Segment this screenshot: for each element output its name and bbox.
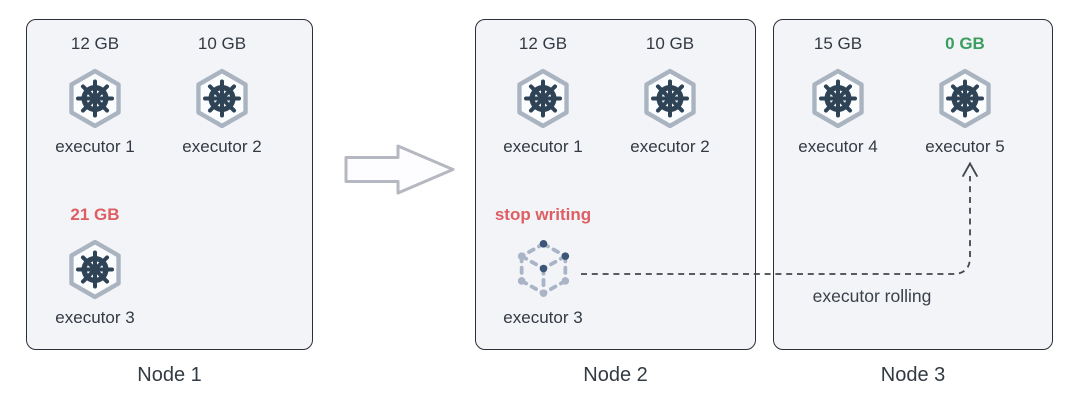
memory-label: 10 GB: [197, 34, 247, 53]
node-box-1: [26, 19, 313, 350]
stop-writing-status-label: stop writing: [494, 205, 592, 224]
memory-label: 12 GB: [518, 34, 568, 53]
executor-label: executor 5: [925, 137, 1005, 156]
memory-label: 12 GB: [70, 34, 120, 53]
executor-item: 10 GB executor 2: [162, 34, 282, 157]
executor-label: executor 2: [182, 137, 262, 156]
executor-label: executor 2: [630, 137, 710, 156]
kubernetes-helm-icon: [937, 68, 993, 129]
executor-label: executor 1: [503, 137, 583, 156]
terminating-pod-cube-icon: [515, 239, 572, 300]
executor-label: executor 4: [798, 137, 878, 156]
executor-item: 0 GB executor 5: [905, 34, 1025, 157]
node-label: Node 3: [880, 364, 946, 386]
memory-label: 21 GB: [70, 205, 120, 224]
kubernetes-helm-icon: [67, 68, 123, 129]
executor-item: stop writing executor 3: [483, 205, 603, 328]
executor-item: 21 GB executor 3: [35, 205, 155, 328]
executor-item: 15 GB executor 4: [778, 34, 898, 157]
executor-item: 10 GB executor 2: [610, 34, 730, 157]
kubernetes-helm-icon: [67, 239, 123, 300]
executor-label: executor 3: [503, 308, 583, 327]
kubernetes-helm-icon: [515, 68, 571, 129]
memory-label: 0 GB: [945, 34, 985, 53]
memory-label: 10 GB: [645, 34, 695, 53]
node-label: Node 2: [583, 364, 648, 386]
kubernetes-helm-icon: [194, 68, 250, 129]
flow-arrow-icon: [344, 144, 455, 195]
executor-label: executor 3: [55, 308, 135, 327]
kubernetes-helm-icon: [642, 68, 698, 129]
node-label: Node 1: [137, 364, 202, 386]
memory-label: 15 GB: [813, 34, 863, 53]
rolling-annotation: executor rolling: [812, 286, 932, 306]
executor-item: 12 GB executor 1: [483, 34, 603, 157]
executor-label: executor 1: [55, 137, 135, 156]
executor-item: 12 GB executor 1: [35, 34, 155, 157]
kubernetes-helm-icon: [810, 68, 866, 129]
